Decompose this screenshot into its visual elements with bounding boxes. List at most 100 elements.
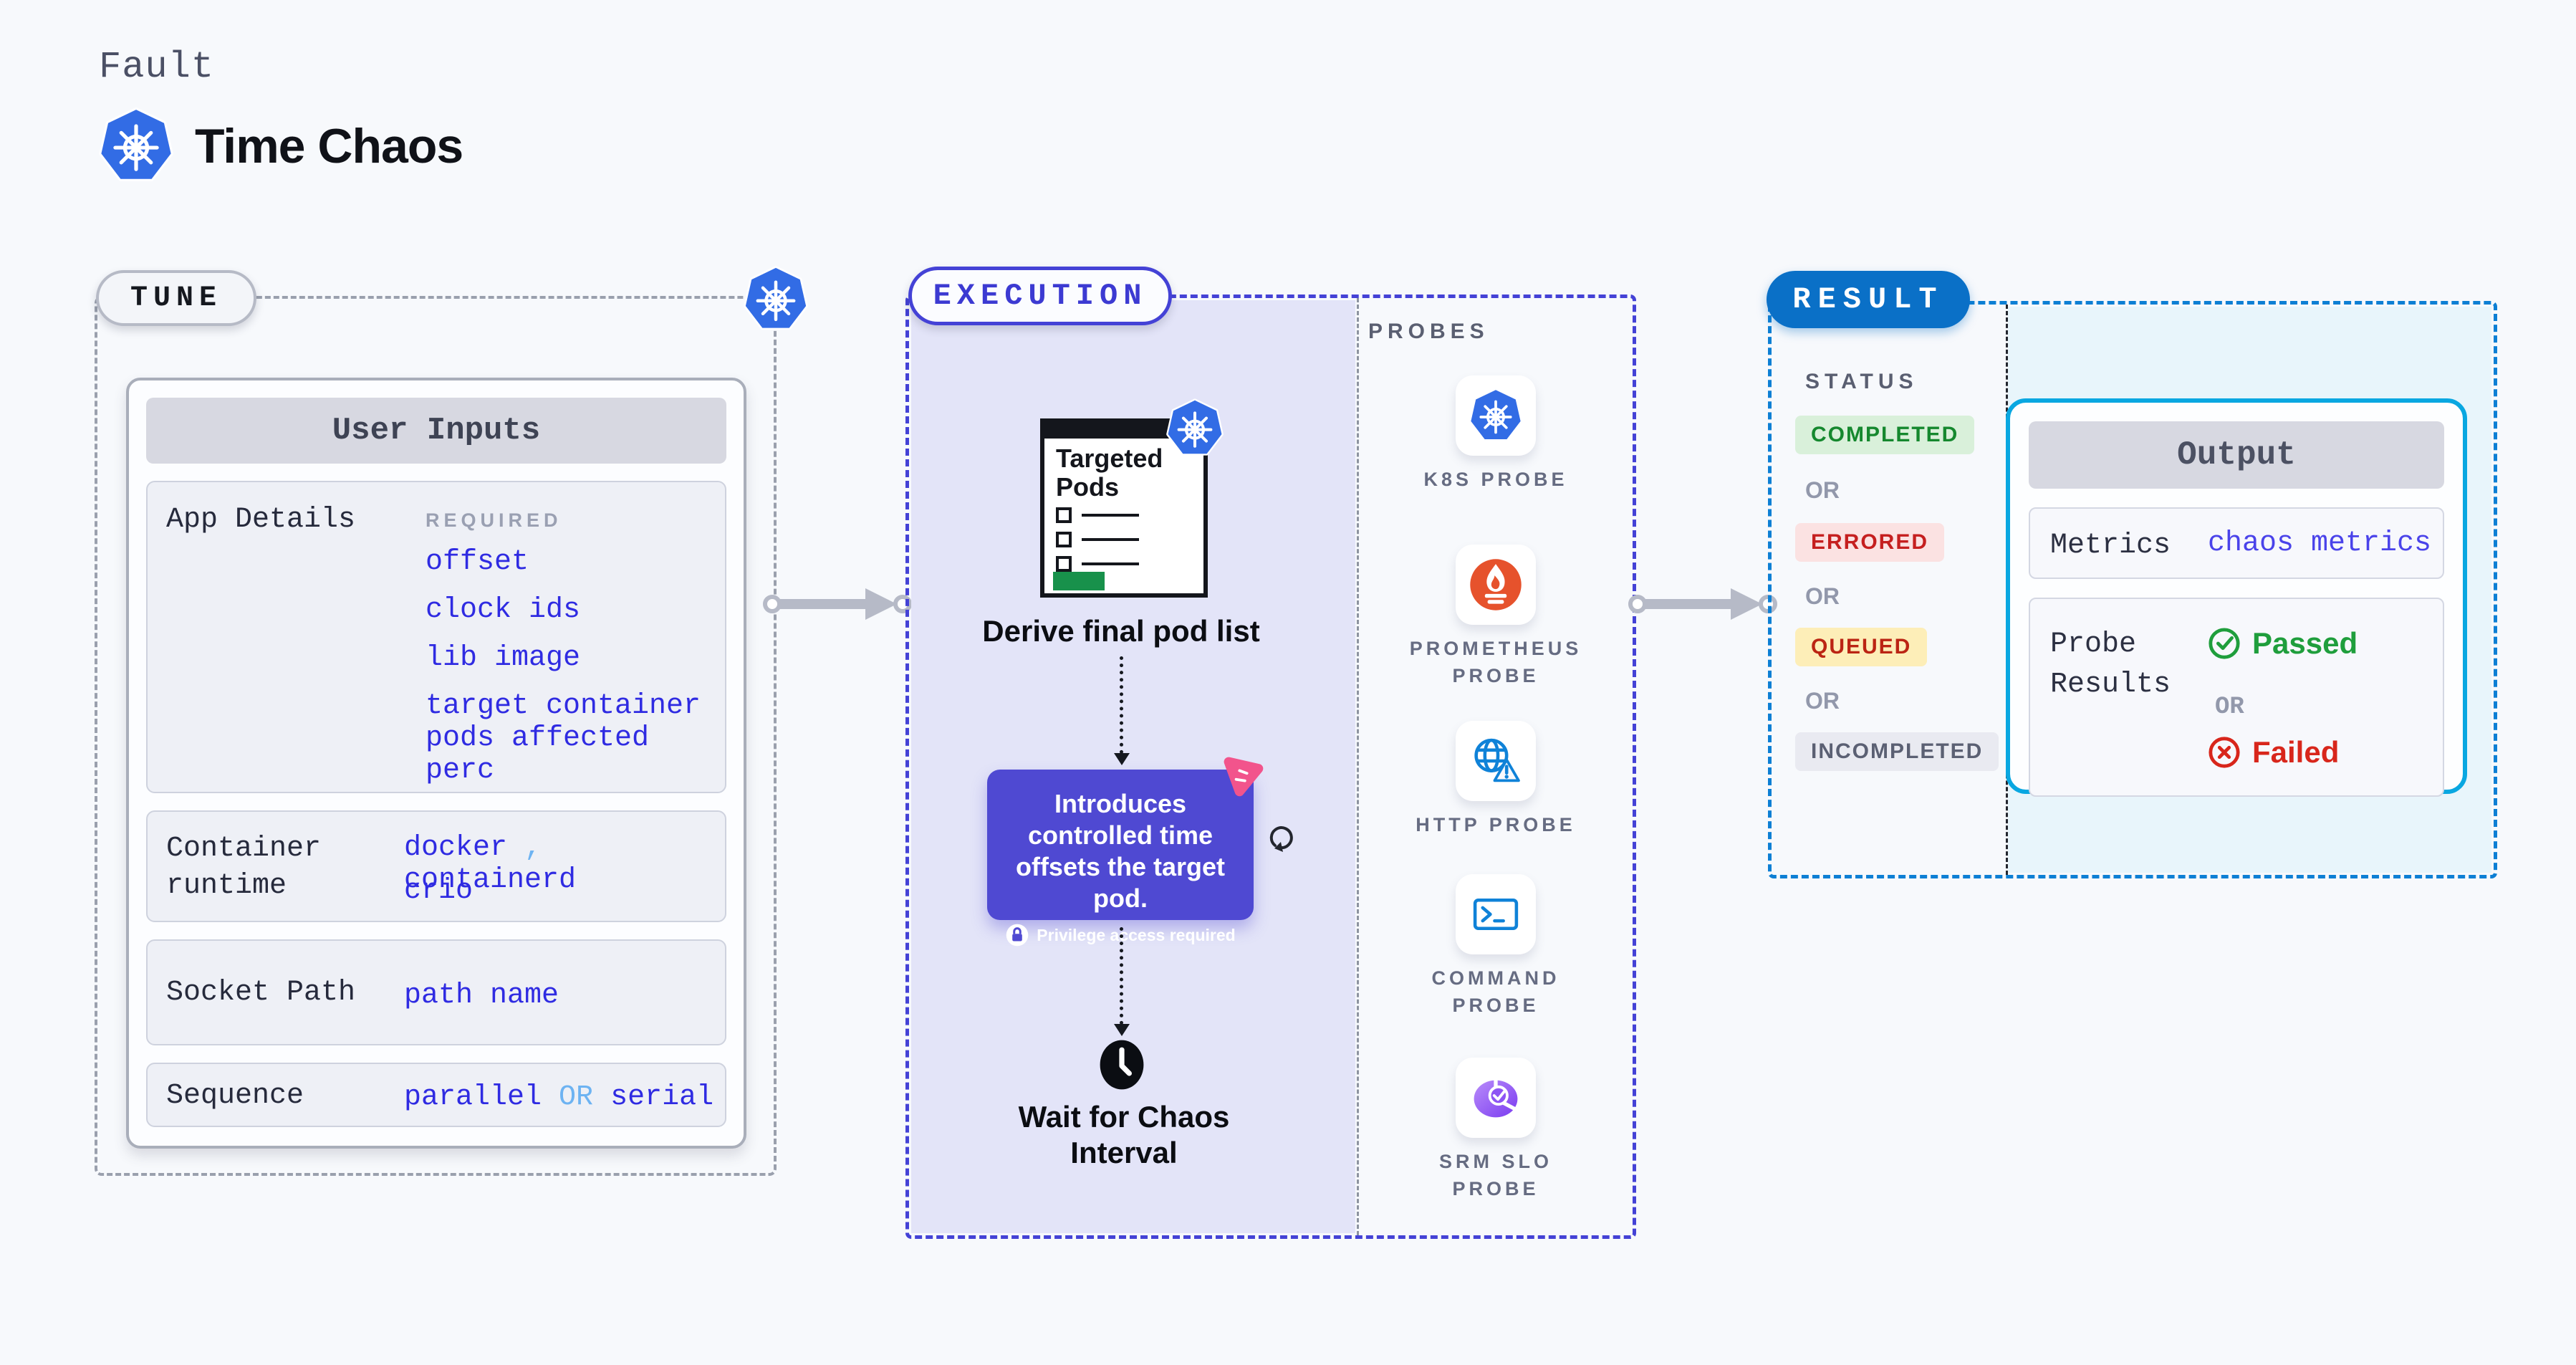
metrics-row: Metrics chaos metrics (2029, 507, 2444, 579)
chaos-pink-badge-icon (1219, 752, 1267, 800)
targeted-pods-titlebar (1044, 423, 1203, 439)
x-circle-icon (2208, 736, 2241, 769)
container-runtime-values: docker , containerd (404, 832, 725, 896)
probe-card-srm-slo (1456, 1058, 1536, 1138)
result-pill: RESULT (1767, 271, 1970, 328)
fault-kicker: Fault (99, 46, 215, 88)
value-crio: crio (404, 875, 474, 907)
status-badge-completed: COMPLETED (1795, 416, 1975, 454)
privilege-note-text: Privilege access required (1037, 925, 1236, 944)
probe-label-srm-slo: SRM SLO PROBE (1438, 1151, 1552, 1199)
checkbox-icon (1056, 507, 1072, 523)
probe-label-prometheus: PROMETHEUS PROBE (1409, 638, 1582, 686)
probe-label-k8s: K8S PROBE (1423, 469, 1568, 490)
user-inputs-title: User Inputs (146, 398, 726, 464)
targeted-pods-title: Targeted Pods (1056, 444, 1163, 502)
progress-bar (1053, 572, 1105, 590)
failed-verdict: Failed (2208, 735, 2339, 770)
sequence-values: parallel OR serial (404, 1081, 713, 1113)
container-runtime-label: Container runtime (166, 833, 322, 902)
value-separator: , (524, 832, 542, 864)
pod-list-item (1056, 507, 1139, 523)
output-card: Output Metrics chaos metrics Probe Resul… (2006, 398, 2467, 797)
app-details-label: App Details (166, 504, 356, 536)
pod-line (1082, 562, 1139, 565)
probe-card-k8s (1456, 375, 1536, 456)
metrics-label: Metrics (2050, 530, 2171, 562)
tune-pill: TUNE (96, 270, 256, 326)
or-label: OR (1805, 688, 1840, 714)
execution-pill: EXECUTION (908, 267, 1172, 325)
chaos-tooltip-card: Introduces controlled time offsets the t… (987, 770, 1254, 920)
clock-icon (1093, 1035, 1150, 1095)
kubernetes-icon (1469, 388, 1522, 444)
page-title: Time Chaos (195, 119, 463, 173)
status-badge-queued: QUEUED (1795, 628, 1928, 666)
value-pods-affected-perc: pods affected perc (426, 722, 650, 787)
status-title: STATUS (1805, 370, 1918, 393)
value-docker: docker (404, 832, 508, 864)
app-details-row: App Details REQUIRED offset clock ids li… (146, 481, 726, 793)
down-arrow (1114, 927, 1130, 1036)
or-label: OR (2215, 694, 2244, 721)
probe-label-http: HTTP PROBE (1416, 814, 1576, 835)
metrics-value: chaos metrics (2208, 527, 2432, 560)
privilege-note: Privilege access required (1004, 923, 1236, 947)
value-containerd: containerd (404, 864, 577, 896)
pod-list-item (1056, 556, 1139, 572)
flow-arrow-execution-to-result (1626, 584, 1778, 624)
value-offset: offset (426, 546, 529, 578)
status-badge-errored: ERRORED (1795, 523, 1945, 562)
probe-card-http (1456, 721, 1536, 801)
probe-results-label: Probe Results (2050, 628, 2171, 701)
probe-card-command (1456, 874, 1536, 954)
checkbox-icon (1056, 532, 1072, 547)
probe-card-prometheus (1456, 545, 1536, 625)
container-runtime-row: Container runtime docker , containerd cr… (146, 810, 726, 922)
tooltip-text: Introduces controlled time offsets the t… (1015, 789, 1226, 913)
value-clock-ids: clock ids (426, 594, 581, 626)
kubernetes-icon (744, 266, 808, 333)
lock-icon (1005, 923, 1029, 947)
probes-divider (1357, 298, 1359, 1235)
tune-section (95, 296, 777, 1176)
pod-line (1082, 538, 1139, 541)
loop-refresh-icon (1262, 818, 1298, 854)
pod-list-item (1056, 532, 1139, 547)
user-inputs-card: User Inputs App Details REQUIRED offset … (126, 378, 746, 1149)
or-label: OR (1805, 583, 1840, 609)
value-serial: serial (610, 1081, 714, 1113)
sequence-label: Sequence (166, 1080, 304, 1112)
kubernetes-icon (1166, 398, 1224, 459)
wait-chaos-interval-caption: Wait for Chaos Interval (1018, 1100, 1230, 1169)
derive-pod-list-caption: Derive final pod list (982, 614, 1260, 648)
value-or: OR (559, 1081, 594, 1113)
terminal-icon (1469, 887, 1523, 942)
checkbox-icon (1056, 556, 1072, 572)
probe-results-row: Probe Results Passed OR Failed (2029, 598, 2444, 797)
prometheus-icon (1469, 557, 1523, 612)
passed-verdict: Passed (2208, 626, 2358, 661)
or-label: OR (1805, 477, 1840, 503)
slo-pie-check-icon (1469, 1071, 1523, 1125)
required-tag: REQUIRED (426, 509, 562, 531)
down-arrow (1114, 656, 1130, 765)
http-globe-warning-icon (1469, 734, 1523, 788)
socket-path-label: Socket Path (166, 977, 356, 1009)
value-parallel: parallel (404, 1081, 542, 1113)
probe-label-command: COMMAND PROBE (1431, 967, 1560, 1016)
passed-text: Passed (2252, 626, 2358, 660)
status-badge-incompleted: INCOMPLETED (1795, 732, 1999, 771)
page-header: Time Chaos (99, 107, 463, 185)
failed-text: Failed (2252, 735, 2340, 769)
probes-title: PROBES (1368, 320, 1489, 343)
app-details-values: offset clock ids lib image target contai… (426, 538, 725, 787)
value-lib-image: lib image (426, 642, 581, 674)
check-circle-icon (2208, 627, 2241, 660)
value-target-container: target container (426, 690, 701, 722)
value-path-name: path name (404, 980, 559, 1012)
pod-line (1082, 514, 1139, 517)
kubernetes-icon (99, 107, 173, 185)
socket-path-row: Socket Path path name (146, 939, 726, 1045)
